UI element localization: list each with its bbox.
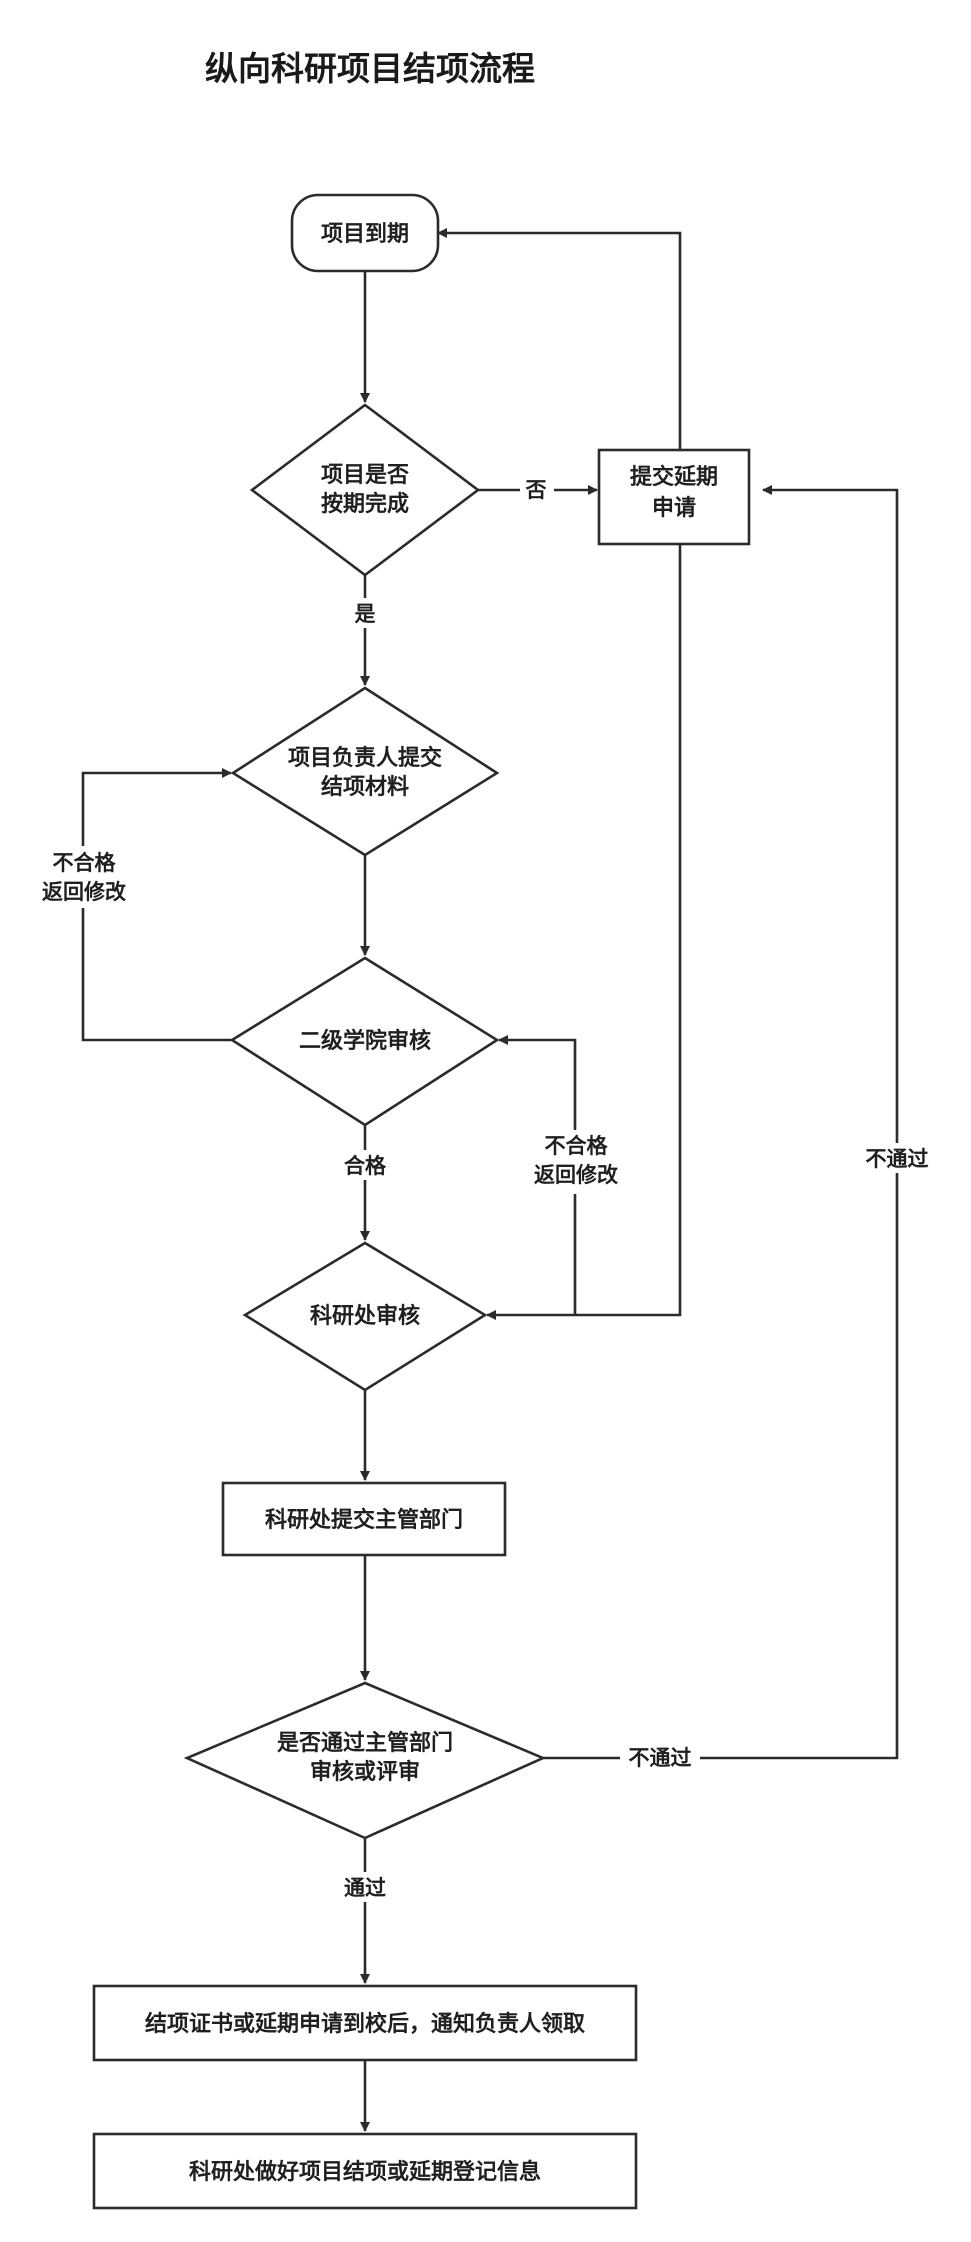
- edge-extension-to-expire: [437, 228, 682, 450]
- node-submit-authority: [221, 1481, 507, 1557]
- node-certificate-label: 结项证书或延期申请到校后，通知负责人领取: [145, 2011, 585, 2037]
- edge-label-not-passed-bottom: 不通过: [629, 1746, 692, 1770]
- edge-label-fail-2-line1: 不合格: [545, 1134, 609, 1158]
- node-submit-authority-label: 科研处提交主管部门: [265, 1507, 463, 1533]
- edge-label-fail-1-line2: 返回修改: [42, 880, 127, 904]
- edge-not-passed-to-extension: [543, 485, 899, 1760]
- node-college-review-label: 二级学院审核: [299, 1028, 431, 1054]
- node-research-review: [242, 1241, 488, 1392]
- node-on-time-line2: 按期完成: [321, 491, 409, 517]
- edge-label-not-passed-right: 不通过: [866, 1147, 929, 1171]
- edge-label-fail-1-line1: 不合格: [53, 851, 117, 875]
- node-pass-line1: 是否通过主管部门: [277, 1730, 453, 1756]
- node-extension-line2: 申请: [652, 495, 696, 521]
- node-project-expire-label: 项目到期: [321, 222, 409, 247]
- node-pass-line2: 审核或评审: [310, 1759, 420, 1785]
- page-title: 纵向科研项目结项流程: [205, 49, 535, 88]
- node-college-review: [229, 956, 500, 1127]
- node-submit-materials: [230, 686, 500, 857]
- node-certificate-notice: [92, 1984, 638, 2062]
- node-on-time-check: [249, 403, 481, 577]
- edge-label-fail-2-line2: 返回修改: [534, 1163, 619, 1187]
- node-registration-label: 科研处做好项目结项或延期登记信息: [189, 2159, 541, 2185]
- node-registration: [92, 2132, 638, 2210]
- edge-label-no: 否: [526, 478, 547, 502]
- node-extension-line1: 提交延期: [630, 464, 718, 490]
- node-pass-check: [183, 1681, 547, 1840]
- node-submit-line2: 结项材料: [321, 774, 409, 800]
- edge-label-yes: 是: [355, 602, 376, 626]
- node-extension-request: [597, 448, 751, 546]
- node-submit-line1: 项目负责人提交: [288, 745, 442, 771]
- edge-extension-to-research: [486, 544, 682, 1320]
- edge-label-qualified: 合格: [344, 1154, 387, 1178]
- node-project-expire: [290, 193, 440, 273]
- edge-label-passed: 通过: [344, 1876, 386, 1900]
- edge-research-fail-return: [498, 1035, 577, 1315]
- node-research-review-label: 科研处审核: [310, 1303, 420, 1329]
- node-on-time-line1: 项目是否: [321, 463, 409, 488]
